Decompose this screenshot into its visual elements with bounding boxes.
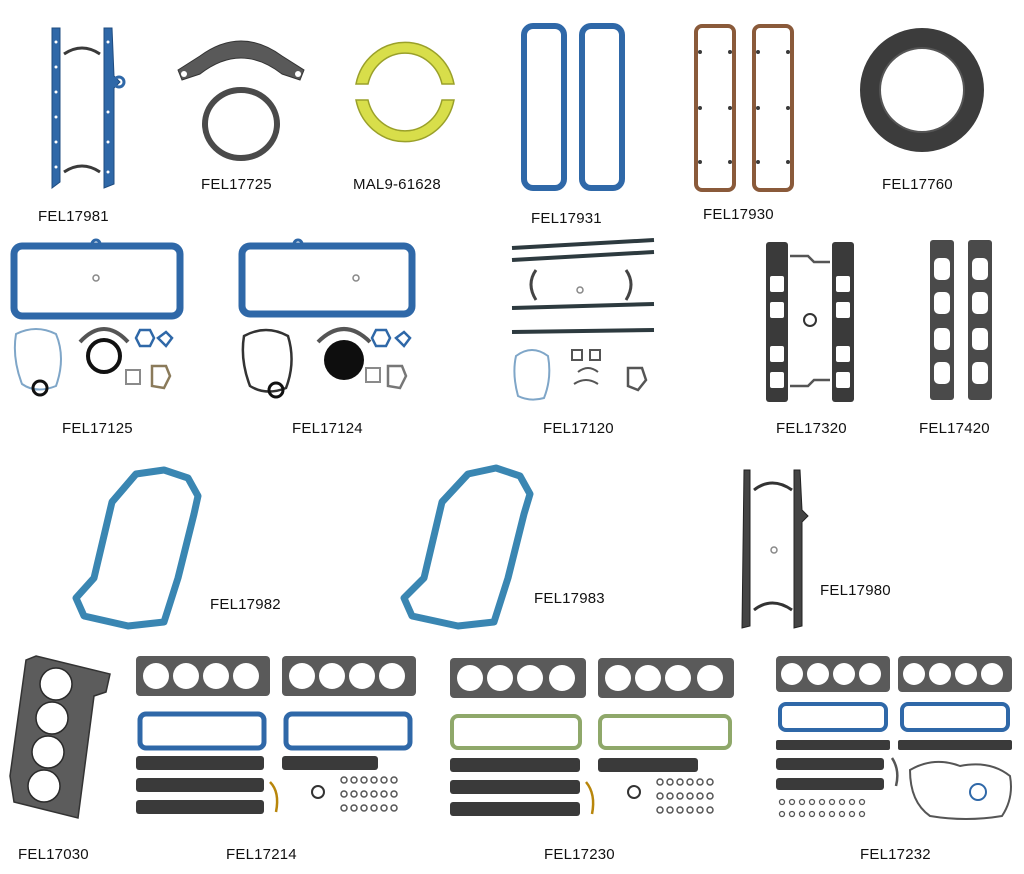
full-gasket-set-green-icon[interactable] xyxy=(444,654,744,822)
valve-cover-gasket-copper-icon[interactable] xyxy=(692,22,796,194)
part-number-label: FEL17725 xyxy=(201,176,272,193)
part-number-label: FEL17214 xyxy=(226,846,297,863)
oil-pan-gasket-blue-narrow-icon[interactable] xyxy=(38,22,126,194)
part-number-label: FEL17120 xyxy=(543,420,614,437)
part-number-label: MAL9-61628 xyxy=(353,176,441,193)
rear-main-seal-graphite-icon[interactable] xyxy=(172,24,310,161)
oil-pan-gasket-set-blue-icon[interactable] xyxy=(236,238,418,404)
part-number-label: FEL17931 xyxy=(531,210,602,227)
intake-manifold-gasket-set-icon[interactable] xyxy=(760,236,864,406)
part-number-label: FEL17230 xyxy=(544,846,615,863)
part-number-label: FEL17030 xyxy=(18,846,89,863)
part-number-label: FEL17760 xyxy=(882,176,953,193)
oil-pan-gasket-blue-icon[interactable] xyxy=(68,466,204,630)
part-number-label: FEL17982 xyxy=(210,596,281,613)
oil-pan-gasket-blue-icon[interactable] xyxy=(396,464,536,630)
full-gasket-set-blue-icon[interactable] xyxy=(130,652,426,820)
part-number-label: FEL17930 xyxy=(703,206,774,223)
oil-pan-gasket-set-blue-icon[interactable] xyxy=(8,238,186,402)
oil-pan-gasket-set-graphite-icon[interactable] xyxy=(508,234,658,404)
rear-main-bearing-seal-yellow-icon[interactable] xyxy=(346,26,464,158)
head-gasket-icon[interactable] xyxy=(6,650,114,822)
valve-cover-gasket-blue-icon[interactable] xyxy=(520,22,626,192)
part-number-label: FEL17232 xyxy=(860,846,931,863)
part-number-label: FEL17125 xyxy=(62,420,133,437)
part-number-label: FEL17983 xyxy=(534,590,605,607)
part-number-label: FEL17124 xyxy=(292,420,363,437)
part-number-label: FEL17420 xyxy=(919,420,990,437)
rear-main-seal-rubber-icon[interactable] xyxy=(858,26,986,154)
full-gasket-set-blue-timing-icon[interactable] xyxy=(770,652,1022,822)
part-number-label: FEL17980 xyxy=(820,582,891,599)
oil-pan-gasket-graphite-icon[interactable] xyxy=(736,464,812,632)
part-number-label: FEL17981 xyxy=(38,208,109,225)
exhaust-manifold-gasket-set-icon[interactable] xyxy=(928,236,994,404)
part-number-label: FEL17320 xyxy=(776,420,847,437)
